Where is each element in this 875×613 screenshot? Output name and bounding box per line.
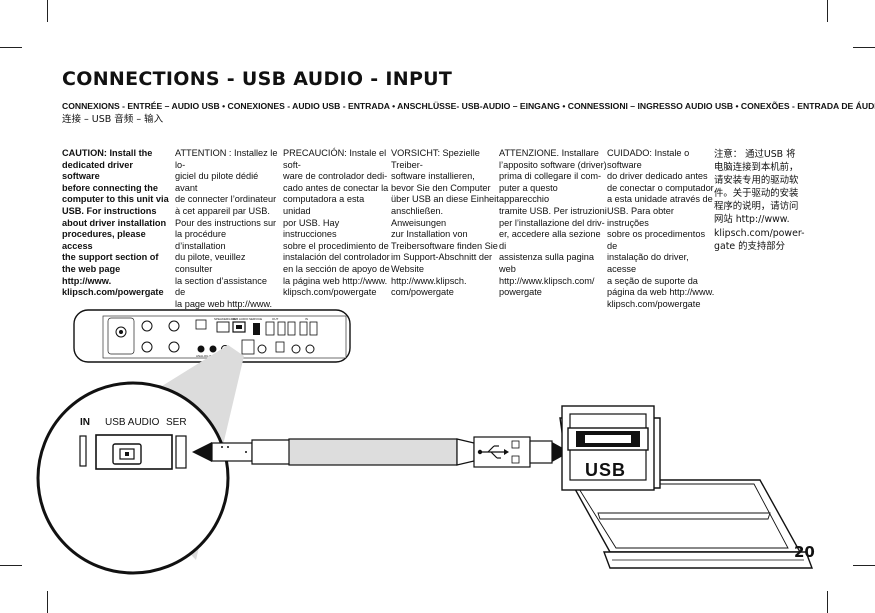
crop-mark [47, 591, 48, 613]
arrow-left-icon [192, 442, 212, 462]
laptop: USB [559, 405, 814, 569]
crop-mark [853, 47, 875, 48]
magnifier-label-usb-audio: USB AUDIO [105, 417, 160, 428]
panel-label: SERVICE [249, 317, 262, 321]
caution-chinese: 注意： 通过USB 将 电脑连接到本机前， 请安装专用的驱动软 件。关于驱动的安… [714, 149, 805, 252]
arrow-right-icon [552, 442, 570, 462]
crop-mark [827, 0, 828, 22]
magnifier-label-in: IN [80, 417, 90, 428]
panel-label: IN [305, 317, 308, 321]
page-number: 20 [794, 543, 815, 561]
usb-cable [192, 436, 570, 468]
panel-label: USB AUDIO [232, 317, 249, 321]
laptop-usb-port-label: USB [585, 460, 626, 480]
crop-mark [0, 47, 22, 48]
page-subtitle: CONNEXIONS - ENTRÉE – AUDIO USB • CONEXI… [62, 101, 875, 111]
panel-label: OUT [272, 317, 279, 321]
caution-portuguese: CUIDADO: Instale o software do driver de… [607, 148, 715, 309]
magnified-panel: IN USB AUDIO SER [79, 417, 187, 470]
caution-english: CAUTION: Install the dedicated driver so… [62, 148, 169, 298]
powergate-unit: SPEAKER/LINE USB AUDIO SERVICE OUT IN AN… [73, 309, 351, 363]
crop-mark [827, 591, 828, 613]
crop-mark [853, 565, 875, 566]
magnifier-label-service: SER [166, 417, 187, 428]
crop-mark [0, 565, 22, 566]
caution-spanish: PRECAUCIÓN: Instale el soft- ware de con… [283, 148, 390, 298]
usb-trident-icon [481, 445, 504, 459]
page-title: CONNECTIONS - USB AUDIO - INPUT [62, 68, 453, 90]
crop-mark [47, 0, 48, 22]
panel-label: SPEAKER/LINE [214, 317, 236, 321]
caution-german: VORSICHT: Spezielle Treiber- software in… [391, 148, 499, 298]
caution-italian: ATTENZIONE. Installare l’apposito softwa… [499, 148, 607, 298]
panel-label: ANALOG IN / OUT [196, 354, 221, 358]
magnifier-circle [36, 381, 230, 575]
page-subtitle-chinese: 连接 – USB 音频 – 输入 [62, 114, 164, 125]
